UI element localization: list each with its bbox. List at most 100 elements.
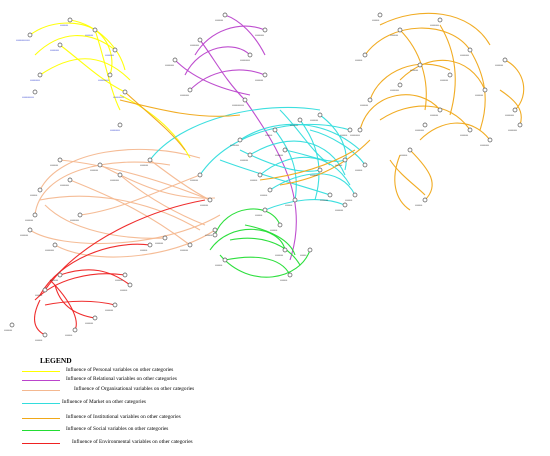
legend-line-6 <box>22 443 60 444</box>
svg-text:••••••••: •••••••• <box>260 194 267 197</box>
svg-text:•••••••••: ••••••••• <box>25 219 33 222</box>
svg-text:•••••••••: ••••••••• <box>90 169 98 172</box>
svg-text:••••••••: •••••••• <box>415 204 422 207</box>
svg-text:•••••••••: ••••••••• <box>215 19 223 22</box>
svg-text:••••••••: •••••••• <box>280 279 287 282</box>
organisational-edges <box>29 148 221 258</box>
svg-text:•••••••••: ••••••••• <box>495 64 503 67</box>
svg-text:•••••••: ••••••• <box>300 254 306 257</box>
svg-text:•••••••••: ••••••••• <box>255 79 263 82</box>
svg-text:••••••••: •••••••• <box>35 294 42 297</box>
svg-text:•••••••••: ••••••••• <box>115 279 123 282</box>
svg-text:•••••••••: ••••••••• <box>275 254 283 257</box>
svg-text:•••••••••: ••••••••• <box>320 199 328 202</box>
svg-text:•••••••••: ••••••••• <box>155 242 163 245</box>
svg-text:••••••••: •••••••• <box>265 134 272 137</box>
svg-text:••••••••••: •••••••••• <box>430 24 439 27</box>
svg-text:••••••••••: •••••••••• <box>110 179 119 182</box>
svg-text:•••••••••: ••••••••• <box>275 154 283 157</box>
relational-edges <box>174 14 297 261</box>
svg-text:••••••••: •••••••• <box>35 339 42 342</box>
svg-text:•••••••••: ••••••••• <box>390 34 398 37</box>
svg-text:•••••••••: ••••••••• <box>460 134 468 137</box>
svg-text:•••••••••: ••••••••• <box>240 159 248 162</box>
svg-text:••••••••: •••••••• <box>205 234 212 237</box>
svg-text:••••••••: •••••••• <box>372 19 379 22</box>
legend-label-1: Influence of Relational variables on oth… <box>66 376 177 382</box>
svg-text:•••••••••: ••••••••• <box>85 34 93 37</box>
svg-text:••••••••••: •••••••••• <box>415 129 424 132</box>
svg-text:••••••••: •••••••• <box>355 59 362 62</box>
svg-text:••••••••: •••••••• <box>215 264 222 267</box>
svg-text:••••••••: •••••••• <box>400 154 407 157</box>
svg-text:•••••••••: ••••••••• <box>310 174 318 177</box>
svg-text:••••••••••: •••••••••• <box>50 49 59 52</box>
svg-text:••••••••••: •••••••••• <box>460 54 469 57</box>
svg-text:••••••••: •••••••• <box>270 229 277 232</box>
svg-text:••••••••••: •••••••••• <box>60 184 69 187</box>
institutional-edges <box>119 12 525 211</box>
svg-text:•••••••••: ••••••••• <box>310 119 318 122</box>
svg-text:••••••••••: •••••••••• <box>230 144 239 147</box>
legend-title: LEGEND <box>40 356 72 365</box>
svg-text:••••••••: •••••••• <box>355 169 362 172</box>
svg-text:•••••••••: ••••••••• <box>430 114 438 117</box>
svg-text:•••••••••••••: ••••••••••••• <box>22 96 34 99</box>
svg-text:•••••••••: ••••••••• <box>290 124 298 127</box>
svg-text:••••••••: •••••••• <box>285 204 292 207</box>
legend-line-5 <box>22 430 60 431</box>
svg-text:••••••••: •••••••• <box>140 249 147 252</box>
legend-line-0 <box>22 371 60 372</box>
legend-label-6: Influence of Environmental variables on … <box>72 439 193 445</box>
svg-text:••••••••: •••••••• <box>120 289 127 292</box>
svg-text:•••••••••: ••••••••• <box>140 164 148 167</box>
svg-text:•••••••••: ••••••••• <box>360 104 368 107</box>
svg-text:••••••••••: •••••••••• <box>165 64 174 67</box>
svg-text:••••••••••: •••••••••• <box>390 89 399 92</box>
svg-text:••••••••: •••••••• <box>250 179 257 182</box>
svg-text:•••••••••: ••••••••• <box>60 24 68 27</box>
svg-text:•••••••••: ••••••••• <box>200 204 208 207</box>
svg-text:••••••••••••: •••••••••••• <box>98 79 109 82</box>
legend-label-0: Influence of Personal variables on other… <box>66 367 174 373</box>
svg-text:•••••••••: ••••••••• <box>440 79 448 82</box>
svg-text:••••••••••: •••••••••• <box>255 34 264 37</box>
svg-text:••••••••: •••••••• <box>255 214 262 217</box>
svg-text:••••••••••: •••••••••• <box>508 129 517 132</box>
svg-text:•••••••••: ••••••••• <box>410 69 418 72</box>
legend: LEGEND Influence of Personal variables o… <box>22 355 322 453</box>
svg-text:•••••••••••: ••••••••••• <box>30 79 40 82</box>
svg-text:•••••••••••••••: ••••••••••••••• <box>16 39 30 42</box>
svg-text:•••••••••: ••••••••• <box>50 279 58 282</box>
svg-text:••••••••••••: •••••••••••• <box>113 96 124 99</box>
legend-line-1 <box>22 380 60 381</box>
influence-network-diagram: ••••••••••••••• ••••••••• ••••••••• ••••… <box>4 12 525 342</box>
svg-text:••••••••: •••••••• <box>335 164 342 167</box>
svg-text:•••••••••••: ••••••••••• <box>350 134 360 137</box>
svg-text:••••••••: •••••••• <box>345 199 352 202</box>
legend-line-3 <box>22 403 60 404</box>
svg-text:••••••••: •••••••• <box>340 134 347 137</box>
svg-text:•••••••••••••: ••••••••••••• <box>232 104 244 107</box>
svg-text:•••••••••: ••••••••• <box>105 309 113 312</box>
svg-text:••••••••••: •••••••••• <box>505 114 514 117</box>
legend-label-4: Influence of Institutional variables on … <box>66 414 181 420</box>
svg-text:••••••••: •••••••• <box>65 334 72 337</box>
social-edges <box>209 208 311 278</box>
environmental-edges <box>34 199 206 336</box>
svg-text:••••••••••: •••••••••• <box>70 219 79 222</box>
legend-label-3: Influence of Market on other categories <box>62 399 146 405</box>
diagram-nodes: ••••••••••••••• ••••••••• ••••••••• ••••… <box>4 12 523 342</box>
svg-text:•••••••••••: ••••••••••• <box>240 59 250 62</box>
svg-text:•••••••••: ••••••••• <box>475 94 483 97</box>
svg-text:•••••••••: ••••••••• <box>50 164 58 167</box>
svg-text:•••••••••: ••••••••• <box>190 179 198 182</box>
personal-edges <box>29 19 191 159</box>
svg-text:•••••••••: ••••••••• <box>335 209 343 212</box>
svg-text:••••••••••: •••••••••• <box>480 144 489 147</box>
legend-label-2: Influence of Organisational variables on… <box>74 386 195 392</box>
svg-text:••••••••••: •••••••••• <box>45 249 54 252</box>
market-edges <box>149 106 366 211</box>
svg-text:••••••••: •••••••• <box>30 194 37 197</box>
svg-text:••••••••••: •••••••••• <box>190 44 199 47</box>
